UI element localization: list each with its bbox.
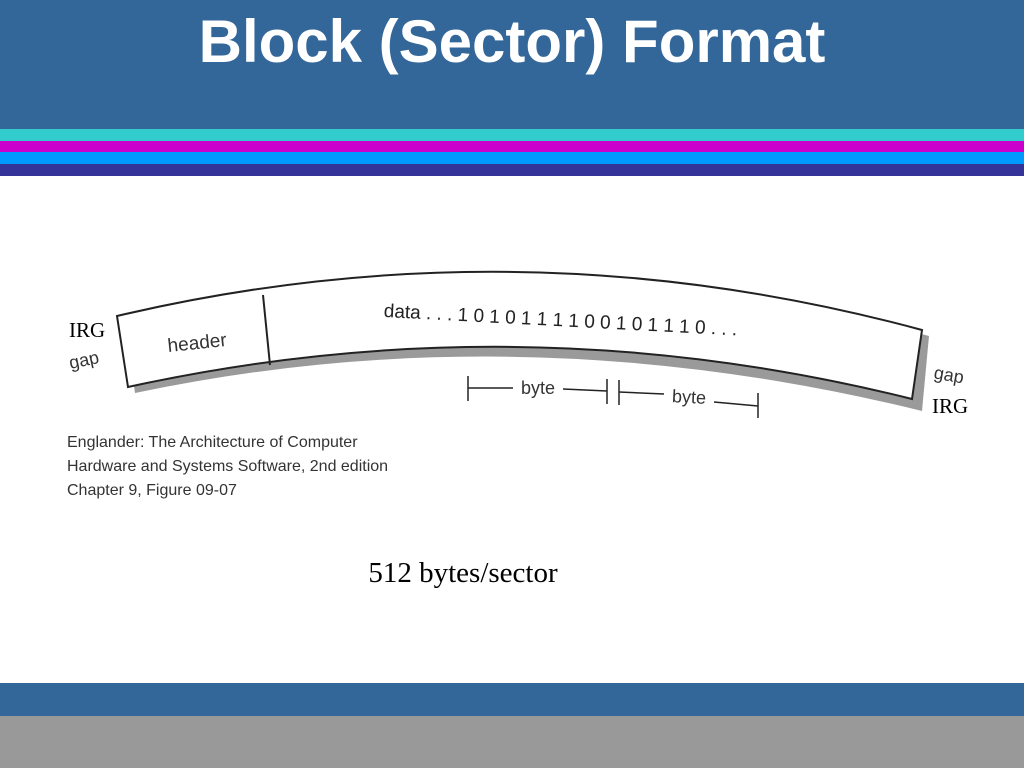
stripe-magenta [0,141,1024,152]
byte-dimension-1: byte [467,376,608,404]
caption-line-2: Hardware and Systems Software, 2nd editi… [67,458,389,475]
irg-left-label: IRG [69,318,106,342]
track-strip [115,270,924,401]
stripe-navy [0,164,1024,176]
stripe-sky [0,152,1024,164]
gap-left-label: gap [67,347,101,373]
byte-label-2: byte [672,386,707,408]
sector-size-note: 512 bytes/sector [368,557,558,589]
footer-bar [0,716,1024,768]
irg-right-label: IRG [932,394,969,418]
title-band: Block (Sector) Format [0,0,1024,129]
gap-right-label: gap [932,363,965,388]
figure-caption: Englander: The Architecture of Computer … [67,431,487,503]
caption-line-1: Englander: The Architecture of Computer [67,434,358,451]
byte-label-1: byte [521,378,555,398]
byte-dimension-2: byte [618,380,759,418]
footer-band [0,683,1024,716]
header-divider [262,294,271,366]
slide-title: Block (Sector) Format [198,8,826,75]
sector-format-diagram: header data . . . 1 0 1 0 1 1 1 1 0 0 1 … [67,270,966,418]
stripe-teal [0,129,1024,141]
caption-line-3: Chapter 9, Figure 09-07 [67,482,237,499]
